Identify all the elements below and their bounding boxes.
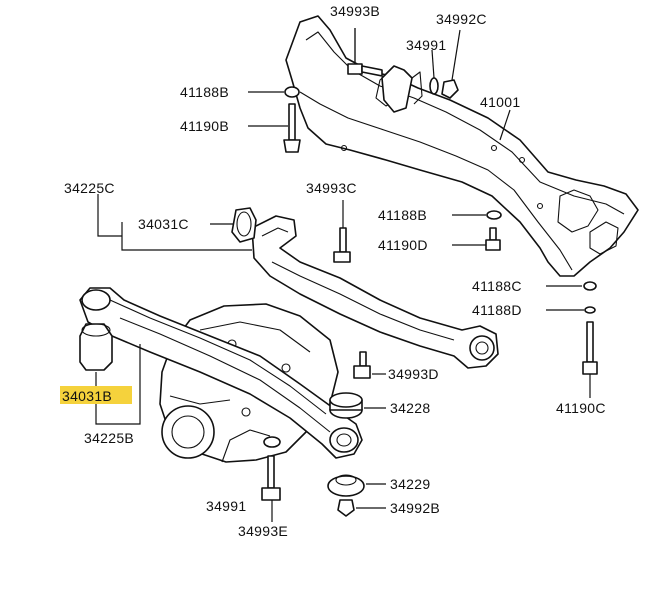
bolt-41190D [485,227,501,251]
label-34225C: 34225C [64,180,115,196]
nut-34992C [441,79,459,99]
label-41188D: 41188D [472,302,522,318]
bolt-41190B [283,103,301,153]
label-41188B-top: 41188B [180,84,229,100]
arm-34225C [251,215,499,369]
label-34229: 34229 [390,476,430,492]
label-34993B: 34993B [330,3,380,19]
label-41188B-mid: 41188B [378,207,427,223]
mount-34229 [327,474,365,497]
label-41190D: 41190D [378,237,428,253]
part-labels: 34993B 34992C 34991 41188B 41001 41190B … [62,3,606,539]
bolt-41190C [582,321,598,375]
leader-lines [95,28,591,522]
label-34992C: 34992C [436,11,487,27]
label-41190C: 41190C [556,400,606,416]
washer-34991-bot [263,436,281,448]
label-34993D: 34993D [388,366,439,382]
label-34031C: 34031C [138,216,189,232]
label-34992B: 34992B [390,500,440,516]
bushing-34031C [231,207,257,243]
label-34993C: 34993C [306,180,357,196]
bolt-34993C [333,227,351,263]
mount-bracket [381,65,423,113]
washer-41188D [584,306,596,314]
bolt-34993B [347,28,383,77]
label-41001: 41001 [480,94,520,110]
label-34228: 34228 [390,400,430,416]
washer-41188C [583,281,597,291]
label-41190B: 41190B [180,118,229,134]
washer-41188B-mid [486,210,502,220]
label-34993E: 34993E [238,523,288,539]
label-34991-bot: 34991 [206,498,246,514]
washer-34991-top [429,77,439,95]
crossmember-41001 [285,15,639,277]
bushing-34031B [79,323,113,371]
nut-34992B [337,499,355,517]
highlight-34031B [60,386,132,404]
label-34991-top: 34991 [406,37,446,53]
label-41188C: 41188C [472,278,522,294]
washer-41188B-top [284,86,300,98]
bolt-34993D [353,351,371,379]
bolt-34993E [261,455,281,501]
arm-34225B [79,287,363,459]
label-34225B: 34225B [84,430,134,446]
mount-34228 [329,392,363,419]
label-34031B: 34031B [62,388,112,404]
